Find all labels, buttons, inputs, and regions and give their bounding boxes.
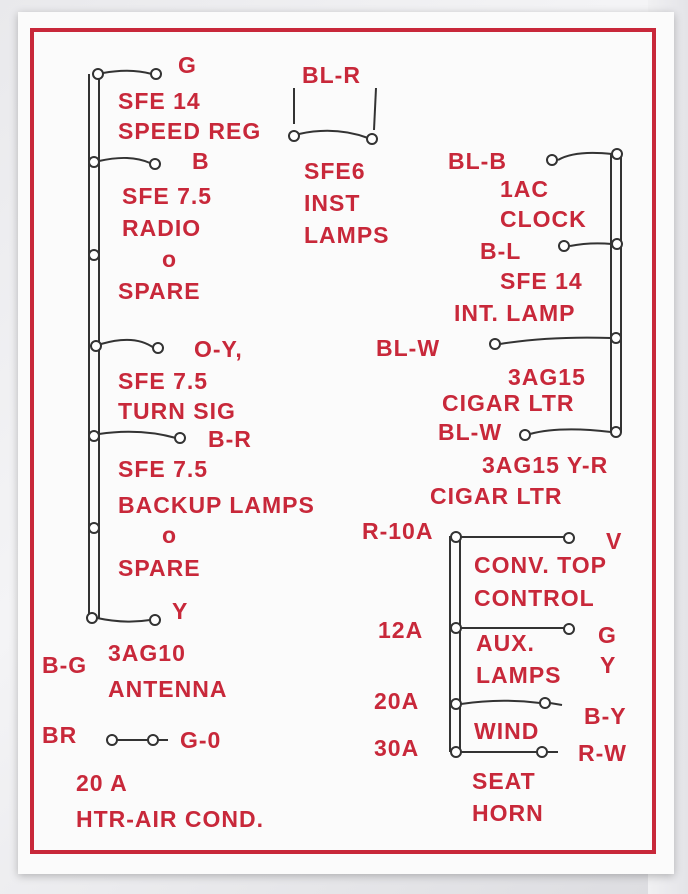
- right-bus: [489, 148, 623, 441]
- wire-color-label: BL-W: [376, 335, 441, 361]
- circuit-label: SEAT: [472, 768, 536, 794]
- wire-color-label: BR: [42, 722, 78, 748]
- fuse-rating-label: 20 A: [76, 770, 128, 796]
- wire-color-label: B-G: [42, 652, 88, 678]
- circuit-label: HORN: [472, 800, 544, 826]
- left-bus: [86, 68, 186, 626]
- circuit-label: SPARE: [118, 555, 201, 581]
- inst-lamps-fuse: [288, 87, 378, 145]
- circuit-label: TURN SIG: [118, 398, 236, 424]
- fuse-type-label: SFE 14: [500, 268, 583, 294]
- circuit-label: LAMPS: [476, 662, 562, 688]
- wire-color-label: G-0: [180, 727, 222, 753]
- wire-color-label: Y: [600, 652, 617, 678]
- circuit-label: INT. LAMP: [454, 300, 576, 326]
- fuse-rating-label: 20A: [374, 688, 420, 714]
- wire-color-label: R-W: [578, 740, 627, 766]
- circuit-label: CLOCK: [500, 206, 587, 232]
- circuit-label: RADIO: [122, 215, 202, 241]
- wire-color-label: O-Y,: [194, 336, 243, 362]
- wire-color-label: B-Y: [584, 703, 627, 729]
- circuit-label: CONV. TOP: [474, 552, 607, 578]
- circuit-label: BACKUP LAMPS: [118, 492, 315, 518]
- heater-fuse: [106, 734, 168, 746]
- wire-color-label: G: [598, 622, 617, 648]
- circuit-label: AUX.: [476, 630, 535, 656]
- fuse-rating-label: 30A: [374, 735, 420, 761]
- circuit-label: CIGAR LTR: [442, 390, 575, 416]
- circuit-label: CIGAR LTR: [430, 483, 563, 509]
- wire-color-label: BL-R: [302, 62, 361, 88]
- circuit-label: LAMPS: [304, 222, 390, 248]
- fuse-type-label: 3AG15: [508, 364, 586, 390]
- circuit-label: INST: [304, 190, 361, 216]
- wire-color-label: B-L: [480, 238, 522, 264]
- wire-color-label: B: [192, 148, 210, 174]
- circuit-label: SPARE: [118, 278, 201, 304]
- fuse-type-label: SFE 14: [118, 88, 201, 114]
- wire-color-label: V: [606, 528, 623, 554]
- fuse-type-label: SFE 7.5: [122, 183, 213, 209]
- spare-marker: o: [162, 246, 178, 272]
- circuit-label: ANTENNA: [108, 676, 228, 702]
- wire-color-label: BL-B: [448, 148, 507, 174]
- fuse-type-label: 3AG10: [108, 640, 186, 666]
- spare-marker: o: [162, 522, 178, 548]
- fuse-type-label: 1AC: [500, 176, 550, 202]
- fuse-type-label: SFE6: [304, 158, 366, 184]
- circuit-label: CONTROL: [474, 585, 595, 611]
- fuse-type-label: SFE 7.5: [118, 456, 209, 482]
- wire-color-label: BL-W: [438, 419, 503, 445]
- fuse-rating-label: R-10A: [362, 518, 434, 544]
- fuse-rating-label: 12A: [378, 617, 424, 643]
- decal-border: [30, 28, 656, 854]
- wire-color-label: G: [178, 52, 197, 78]
- fuse-decal-card: [18, 12, 674, 874]
- circuit-label: WIND: [474, 718, 540, 744]
- fuse-type-label: 3AG15 Y-R: [482, 452, 609, 478]
- circuit-label: SPEED REG: [118, 118, 262, 144]
- wire-color-label: Y: [172, 598, 189, 624]
- wire-color-label: B-R: [208, 426, 252, 452]
- circuit-label: HTR-AIR COND.: [76, 806, 265, 832]
- accessory-bus: [449, 531, 575, 758]
- fuse-type-label: SFE 7.5: [118, 368, 209, 394]
